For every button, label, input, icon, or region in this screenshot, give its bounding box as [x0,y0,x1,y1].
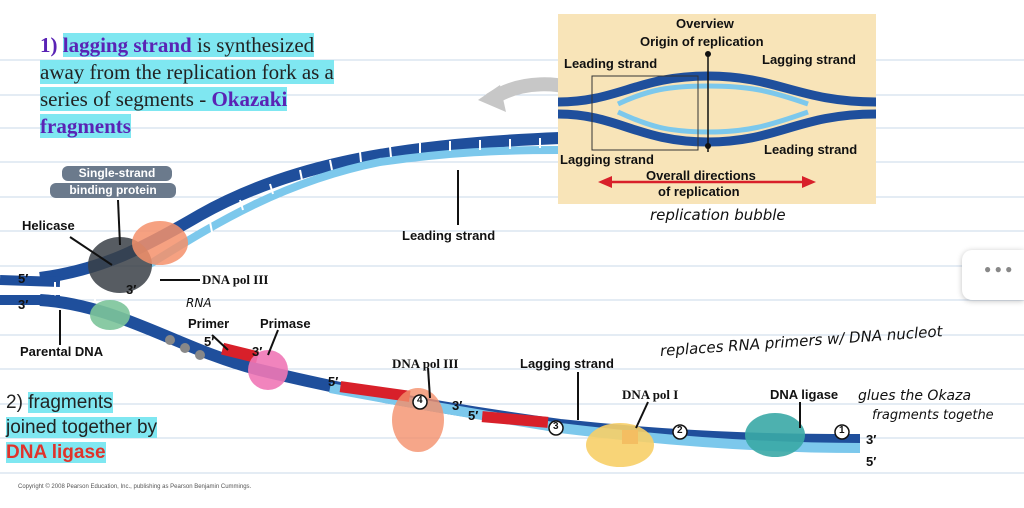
frag-3-label: 3′ [452,398,463,413]
prime-5-left: 5′ [18,271,29,286]
note-1-line2: away from the replication fork as a [40,60,334,84]
step-4: 4 [417,395,423,406]
dna-pol-i-label: DNA pol I [622,387,679,402]
more-options-handle[interactable]: ● ● ● [962,250,1024,300]
note-2-fragments: fragments [28,392,113,413]
ssb-label-2: binding protein [50,183,176,198]
primase-protein [248,350,288,390]
note-1-line3: series of segments - [40,87,212,111]
note-1-fragments: fragments [40,114,131,138]
note-1-lagging: lagging strand [62,33,192,57]
prime-3-left: 3′ [18,297,29,312]
hand-glues-1: glues the Okaza [858,388,972,404]
dna-pol-iii-bottom-label: DNA pol III [392,356,459,371]
ssb-protein [90,300,130,330]
note-2-ligase: DNA ligase [6,442,106,463]
step-2: 2 [677,425,683,436]
overview-leading-br: Leading strand [764,142,858,157]
note-1-rest: is synthesized [191,33,315,57]
lagging-strand-label: Lagging strand [520,356,614,371]
ssb-label-1: Single-strand [62,166,172,181]
primer-frag1 [339,381,411,402]
overview-origin: Origin of replication [640,34,764,49]
right-5-label: 5′ [866,454,877,469]
hand-glues-2: fragments togethe [872,408,994,423]
primer-5-label: 5′ [204,334,215,349]
dna-pol-iii-top-label: DNA pol III [202,272,269,287]
hand-bubble: replication bubble [650,206,786,224]
leading-rungs [209,138,541,233]
prime-3-top: 3′ [126,282,137,297]
overview-inset: Overview Origin of replication Leading s… [557,14,877,204]
leading-strand-label: Leading strand [402,228,496,243]
overview-leading-tl: Leading strand [564,56,658,71]
note-2-num: 2) [6,392,29,413]
parental-dna-label: Parental DNA [20,344,104,359]
overview-directions-1: Overall directions [646,168,756,183]
overview-lagging-tr: Lagging strand [762,52,856,67]
dots-icon: ● ● ● [984,262,1013,276]
note-2-line2: joined together by [6,417,158,438]
dna-pol-iii-top [132,221,188,265]
leading-new-strand [147,146,561,268]
primer-label: Primer [188,316,230,331]
note-2: 2) fragments joined together by DNA liga… [6,390,158,465]
replication-bubble [557,51,877,188]
dna-pol-i-protein [586,423,654,467]
primer-3-label: 3′ [252,344,263,359]
note-1-okazaki: Okazaki [211,87,288,111]
copyright: Copyright © 2008 Pearson Education, Inc.… [18,484,252,490]
step-1: 1 [839,425,845,436]
primer-top [221,342,259,364]
primer-frag2 [481,411,549,428]
right-3-label: 3′ [866,432,877,447]
overview-lagging-bl: Lagging strand [560,152,654,167]
helicase-label: Helicase [22,218,75,233]
frag-5a-label: 5′ [328,374,339,389]
dna-ligase-label: DNA ligase [770,387,839,402]
overview-directions-2: of replication [658,184,740,199]
note-1-num: 1) [40,33,58,57]
hand-rna: RNA [186,296,212,310]
step-3: 3 [553,421,559,432]
primase-label: Primase [260,316,311,331]
overview-title: Overview [676,16,734,31]
frag-5b-label: 5′ [468,408,479,423]
dna-pol-iii-bottom [392,388,444,452]
note-1: 1) lagging strand is synthesized away fr… [40,32,334,140]
dna-ligase-protein [745,413,805,457]
